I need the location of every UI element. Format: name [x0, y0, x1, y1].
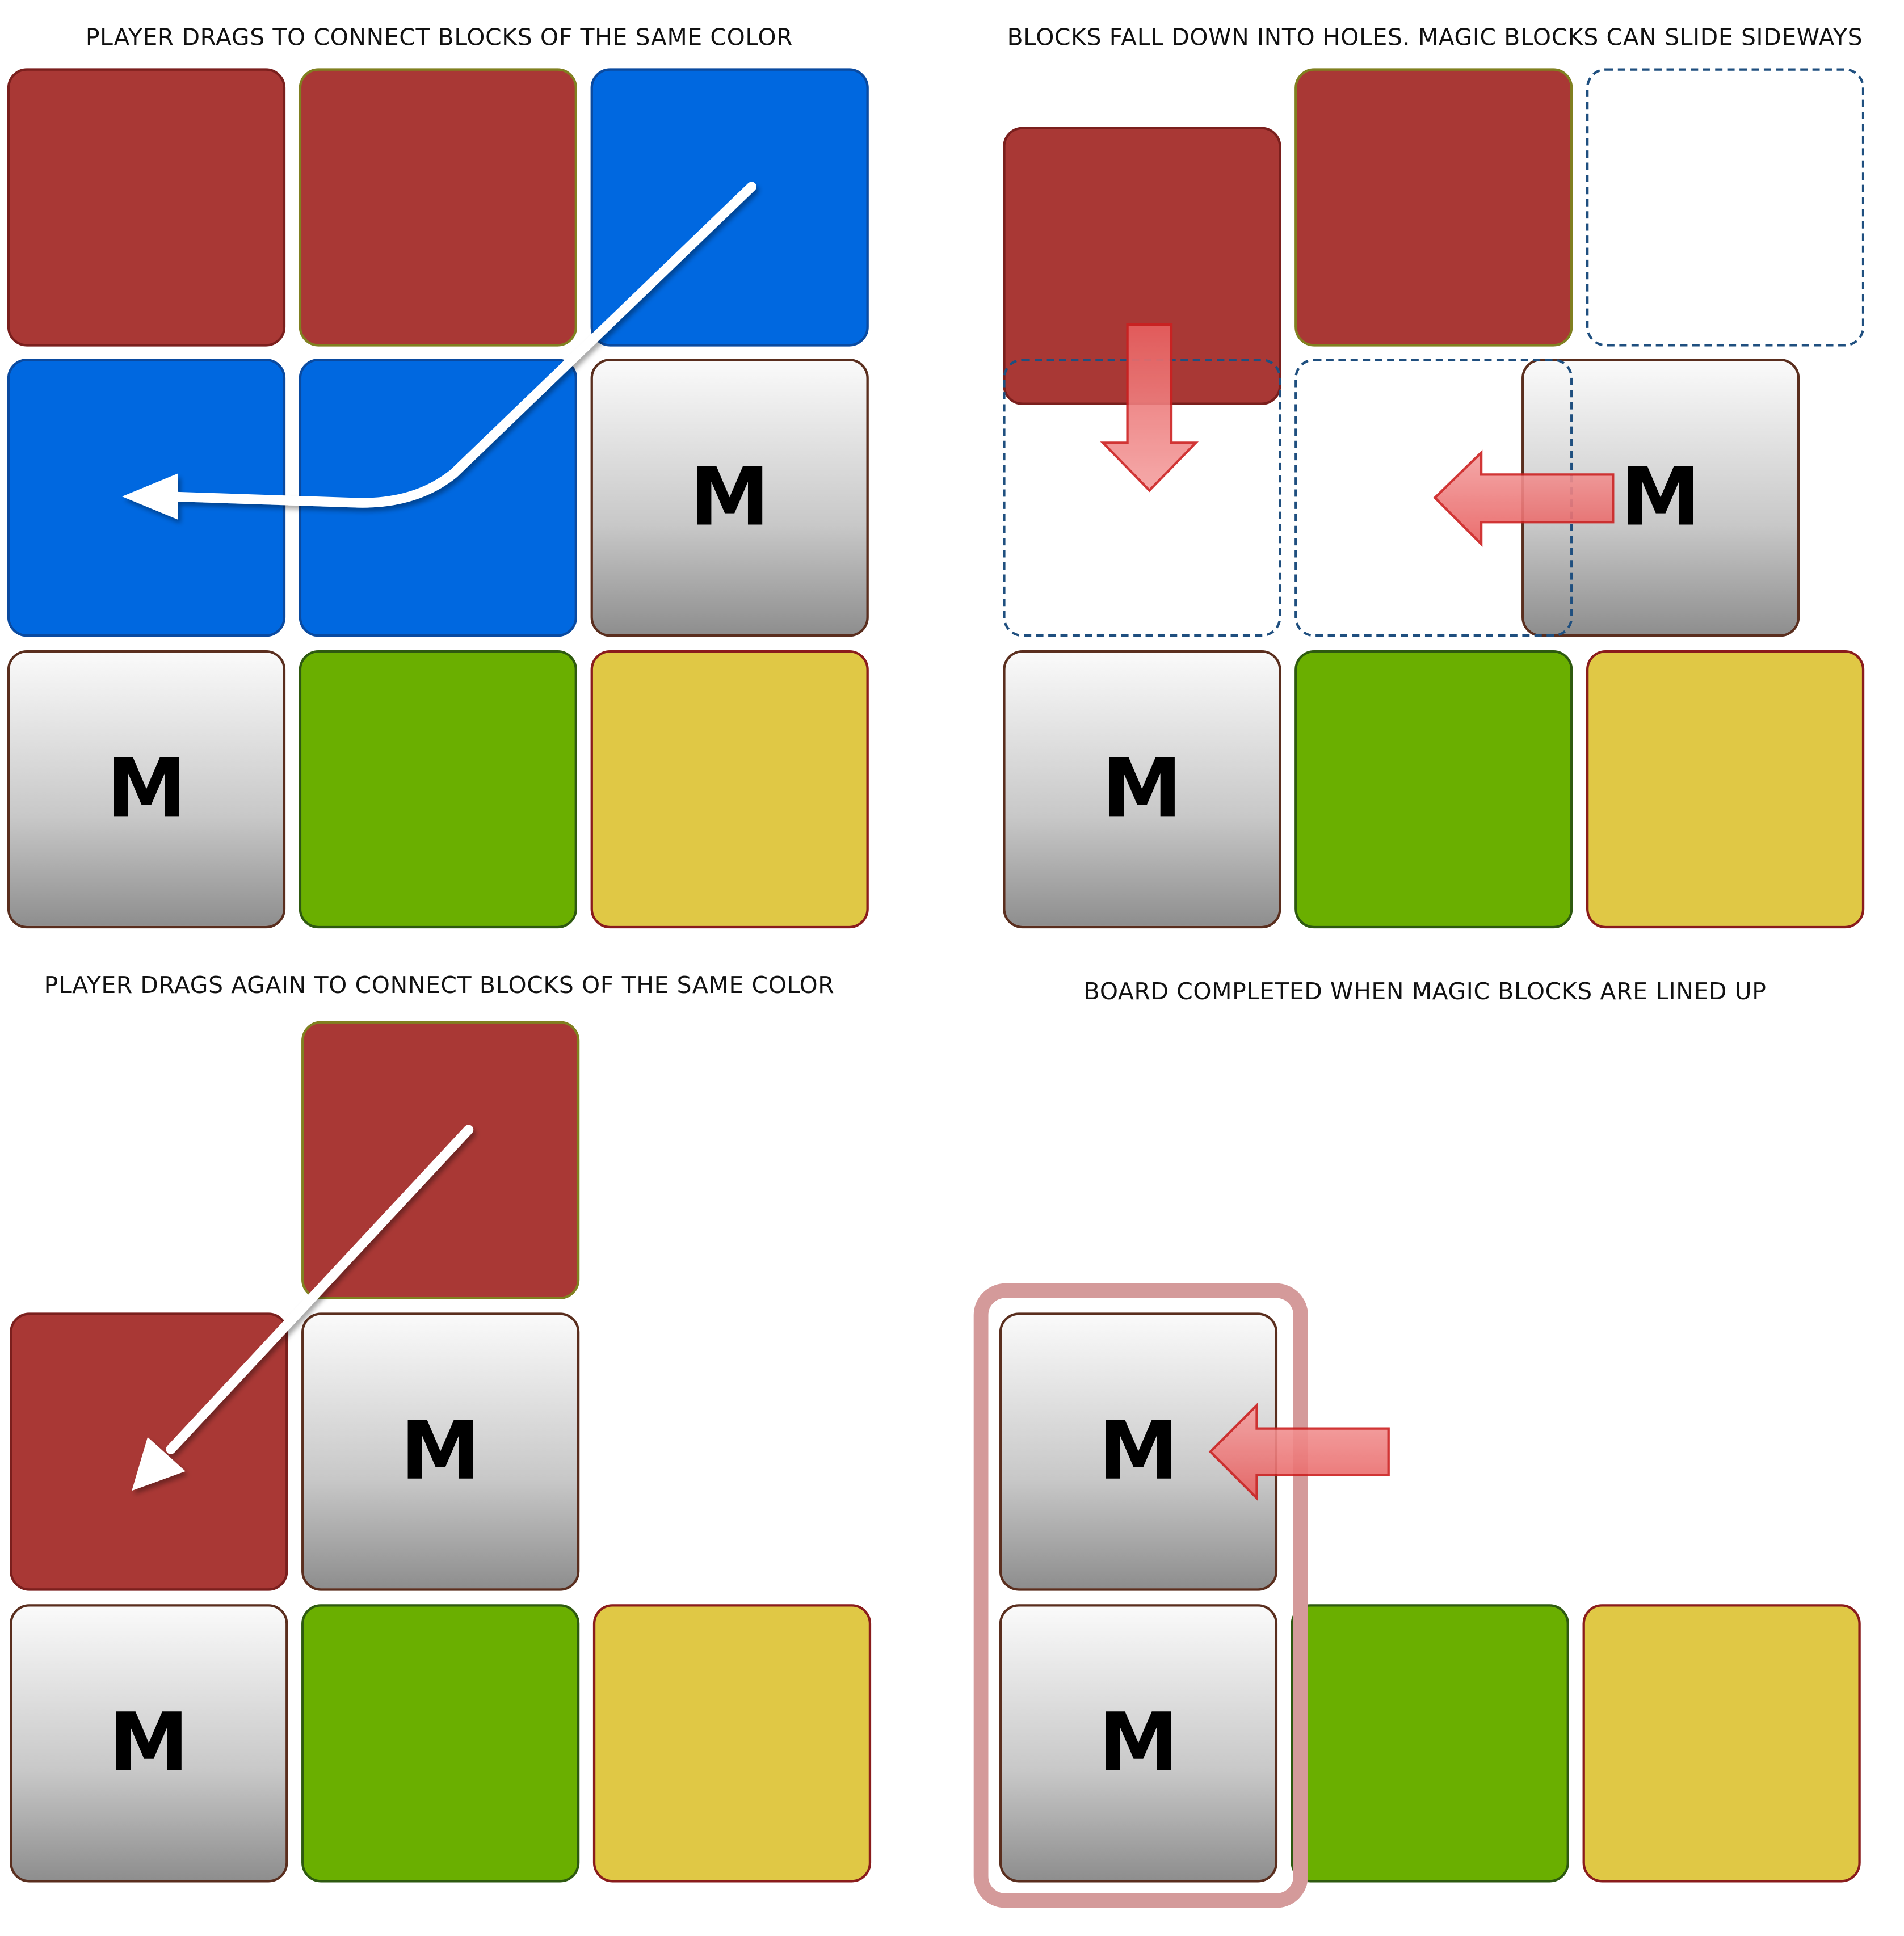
- empty-hole: [1586, 68, 1865, 347]
- magic-label: M: [1098, 1695, 1179, 1790]
- block-yellow[interactable]: [1582, 1604, 1861, 1883]
- block-red[interactable]: [7, 68, 286, 347]
- block-magic[interactable]: M: [1003, 650, 1281, 929]
- block-magic[interactable]: M: [590, 359, 869, 637]
- block-magic[interactable]: M: [10, 1604, 288, 1883]
- block-green[interactable]: [1291, 1604, 1569, 1883]
- block-green[interactable]: [1294, 650, 1573, 929]
- magic-label: M: [108, 1695, 189, 1790]
- block-yellow[interactable]: [592, 1604, 872, 1883]
- block-magic[interactable]: M: [999, 1604, 1278, 1883]
- block-yellow[interactable]: [590, 650, 869, 929]
- block-red[interactable]: [1294, 68, 1573, 347]
- drag-path-arrow: [122, 182, 757, 520]
- block-red[interactable]: [299, 68, 577, 347]
- caption-step-1: PLAYER DRAGS TO CONNECT BLOCKS OF THE SA…: [85, 24, 793, 52]
- block-green[interactable]: [301, 1604, 580, 1883]
- magic-label: M: [1098, 1404, 1179, 1499]
- caption-step-4: BOARD COMPLETED WHEN MAGIC BLOCKS ARE LI…: [1083, 978, 1767, 1005]
- block-magic-sliding[interactable]: M: [1521, 359, 1800, 637]
- fall-down-arrow: [1100, 323, 1199, 493]
- block-magic[interactable]: M: [7, 650, 286, 929]
- block-magic[interactable]: M: [301, 1312, 580, 1591]
- magic-label: M: [690, 450, 770, 544]
- magic-label: M: [106, 742, 187, 836]
- magic-label: M: [1620, 450, 1701, 544]
- block-green[interactable]: [299, 650, 577, 929]
- drag-path-arrow: [132, 1125, 474, 1491]
- completed-column-highlight: [973, 1283, 1308, 1908]
- caption-step-2: BLOCKS FALL DOWN INTO HOLES. MAGIC BLOCK…: [1007, 24, 1863, 52]
- block-yellow[interactable]: [1586, 650, 1865, 929]
- slide-left-arrow: [1433, 449, 1615, 548]
- magic-label: M: [400, 1404, 481, 1499]
- caption-step-3: PLAYER DRAGS AGAIN TO CONNECT BLOCKS OF …: [44, 972, 835, 999]
- slide-left-arrow: [1208, 1402, 1390, 1501]
- magic-label: M: [1102, 742, 1183, 836]
